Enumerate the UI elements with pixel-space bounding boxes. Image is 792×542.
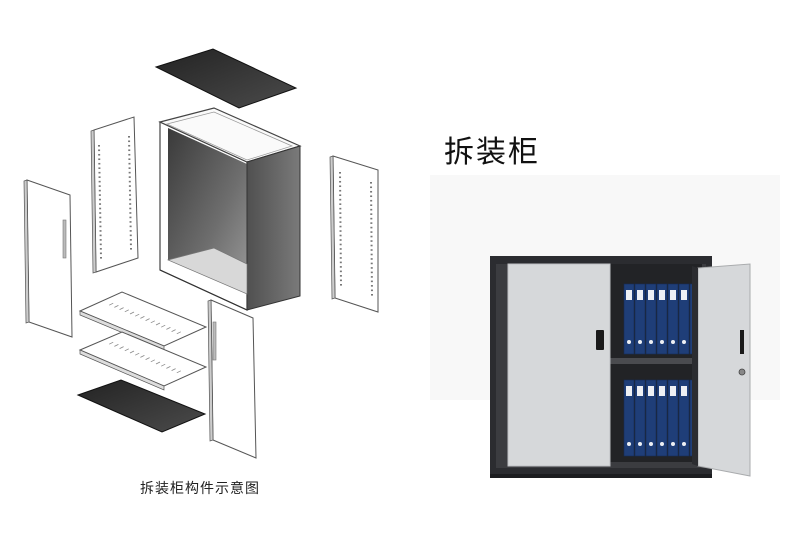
exploded-view-diagram [23, 48, 379, 459]
diagram-caption: 拆装柜构件示意图 [140, 481, 260, 497]
door-handle-icon [740, 330, 744, 354]
cabinet-photo [430, 175, 780, 478]
cabinet-left-door [507, 263, 611, 467]
shelf-lower [78, 331, 208, 391]
cabinet-shelf [610, 358, 702, 364]
cabinet-carcass [158, 107, 302, 311]
shelf-slots [109, 302, 181, 374]
left-side-panel [90, 116, 139, 274]
right-side-panel [329, 155, 379, 313]
door-handle-icon [212, 321, 217, 361]
door-handle-icon [596, 330, 604, 350]
right-side-panel-holes [339, 172, 373, 296]
left-side-panel-holes [98, 136, 132, 259]
right-door-panel [207, 299, 257, 459]
product-title: 拆装柜 [444, 135, 540, 170]
cabinet-base [490, 474, 712, 478]
door-handle-icon [62, 219, 67, 259]
top-plate [154, 48, 298, 109]
bottom-plate [76, 379, 207, 433]
left-door-panel [23, 179, 73, 338]
lock-icon [738, 368, 746, 376]
